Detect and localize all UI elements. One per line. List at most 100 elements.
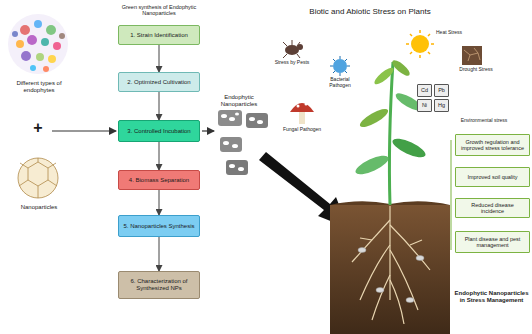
drawing-ellipse — [229, 117, 235, 121]
drawing-circle — [41, 38, 49, 46]
drawing-path — [390, 280, 404, 324]
drawing-circle — [34, 20, 42, 28]
drawing-circle — [305, 103, 308, 106]
drawing-circle — [297, 105, 300, 108]
drawing-line — [20, 163, 28, 168]
panel-caption: Endophytic Nanoparticles in Stress Manag… — [453, 290, 530, 304]
drawing-ellipse — [232, 144, 238, 148]
plus-sign: + — [28, 119, 48, 137]
drawing-rect — [299, 112, 305, 124]
drawing-polygon — [28, 162, 48, 186]
box-text: Ni — [422, 102, 427, 108]
root-nanoparticles — [358, 248, 424, 303]
drawing-ellipse — [238, 167, 244, 171]
flow-arrow — [52, 130, 116, 131]
panel-title: Biotic and Abiotic Stress on Plants — [300, 7, 440, 16]
drawing-ellipse — [235, 113, 239, 116]
drawing-rect — [246, 113, 268, 128]
drawing-rect — [220, 137, 242, 152]
drawing-path — [464, 48, 480, 61]
drawing-path — [360, 238, 372, 240]
drawing-circle — [43, 66, 49, 72]
drawing-circle — [20, 25, 30, 35]
flow-arrow — [159, 142, 160, 170]
drawing-circle — [53, 42, 61, 50]
box-text: 1. Strain Identification — [130, 32, 188, 39]
metal-box: Ni — [417, 99, 432, 112]
flow-arrow — [202, 130, 214, 131]
drawing-line — [38, 186, 39, 198]
flowchart-heading: Green synthesis of Endophytic Nanopartic… — [114, 4, 204, 17]
drawing-path — [410, 240, 422, 245]
box-text: 4. Biomass Separation — [129, 177, 189, 184]
drawing-path — [390, 225, 430, 270]
box-text: Cd — [421, 87, 428, 93]
process-box: 3. Controlled Incubation — [118, 120, 200, 142]
drawing-line — [406, 43, 409, 45]
box-text: Growth regulation and improved stress to… — [459, 139, 526, 152]
plant-roots — [352, 206, 430, 324]
drawing-ellipse — [249, 117, 255, 121]
drawing-path — [283, 40, 300, 58]
drawing-line — [419, 30, 421, 33]
drawing-path — [389, 62, 393, 205]
metal-box: Pb — [434, 84, 449, 97]
drawing-circle — [59, 33, 65, 39]
stress-label: Drought Stress — [456, 67, 496, 73]
bacteria-icon — [330, 56, 350, 76]
drought-icon — [462, 46, 482, 65]
box-text: Improved soil quality — [467, 174, 517, 180]
drawing-path — [352, 220, 390, 262]
drawing-line — [419, 55, 421, 58]
drawing-line — [19, 180, 28, 186]
drawing-ellipse — [353, 152, 391, 178]
drawing-line — [410, 34, 412, 36]
drawing-circle — [333, 59, 347, 73]
drawing-line — [38, 158, 39, 162]
fungus-icon — [290, 103, 314, 125]
item-label: Endophytic Nanoparticles — [210, 94, 268, 108]
drawing-path — [372, 275, 390, 320]
stress-label: Fungal Pathogen — [282, 127, 322, 133]
box-text: Hg — [438, 102, 445, 108]
drawing-circle — [18, 158, 58, 198]
drawing-circle — [46, 25, 56, 35]
drawing-ellipse — [229, 164, 235, 168]
drawing-circle — [8, 14, 68, 74]
drawing-line — [410, 52, 412, 54]
drawing-circle — [411, 35, 429, 53]
benefit-box: Improved soil quality — [455, 167, 530, 187]
box-text: Reduced disease incidence — [459, 202, 526, 215]
drawing-circle — [27, 35, 37, 45]
item-label: Different types of endophytes — [3, 80, 75, 94]
drawing-path — [290, 103, 314, 112]
stress-label: Stress by Pests — [272, 60, 312, 66]
drawing-rect — [226, 160, 248, 175]
benefit-box: Growth regulation and improved stress to… — [455, 134, 530, 156]
drawing-ellipse — [406, 298, 414, 303]
drawing-circle — [21, 51, 31, 61]
stress-label: Heat Stress — [436, 30, 476, 36]
stress-label: Bacterial Pathogen — [320, 77, 360, 89]
item-label: Nanoparticles — [3, 204, 75, 211]
stress-label: Environmental stress — [454, 118, 514, 124]
drawing-g — [406, 30, 434, 58]
flow-arrow — [159, 45, 160, 72]
soil — [330, 205, 450, 334]
drawing-path — [330, 56, 350, 76]
drawing-line — [48, 163, 56, 168]
box-text: Pb — [438, 87, 445, 93]
process-box: 5. Nanoparticles Synthesis — [118, 215, 200, 237]
drawing-ellipse — [257, 120, 263, 124]
benefit-box: Plant disease and pest management — [455, 231, 530, 253]
drawing-ellipse — [358, 106, 391, 131]
process-box: 2. Optimized Cultivation — [118, 72, 200, 92]
drawing-line — [428, 52, 430, 54]
box-text: Plant disease and pest management — [459, 236, 526, 249]
box-text: 6. Characterization of Synthesized NPs — [122, 278, 196, 292]
drawing-circle — [12, 31, 18, 37]
drawing-ellipse — [390, 135, 428, 161]
sun-icon — [406, 30, 434, 58]
